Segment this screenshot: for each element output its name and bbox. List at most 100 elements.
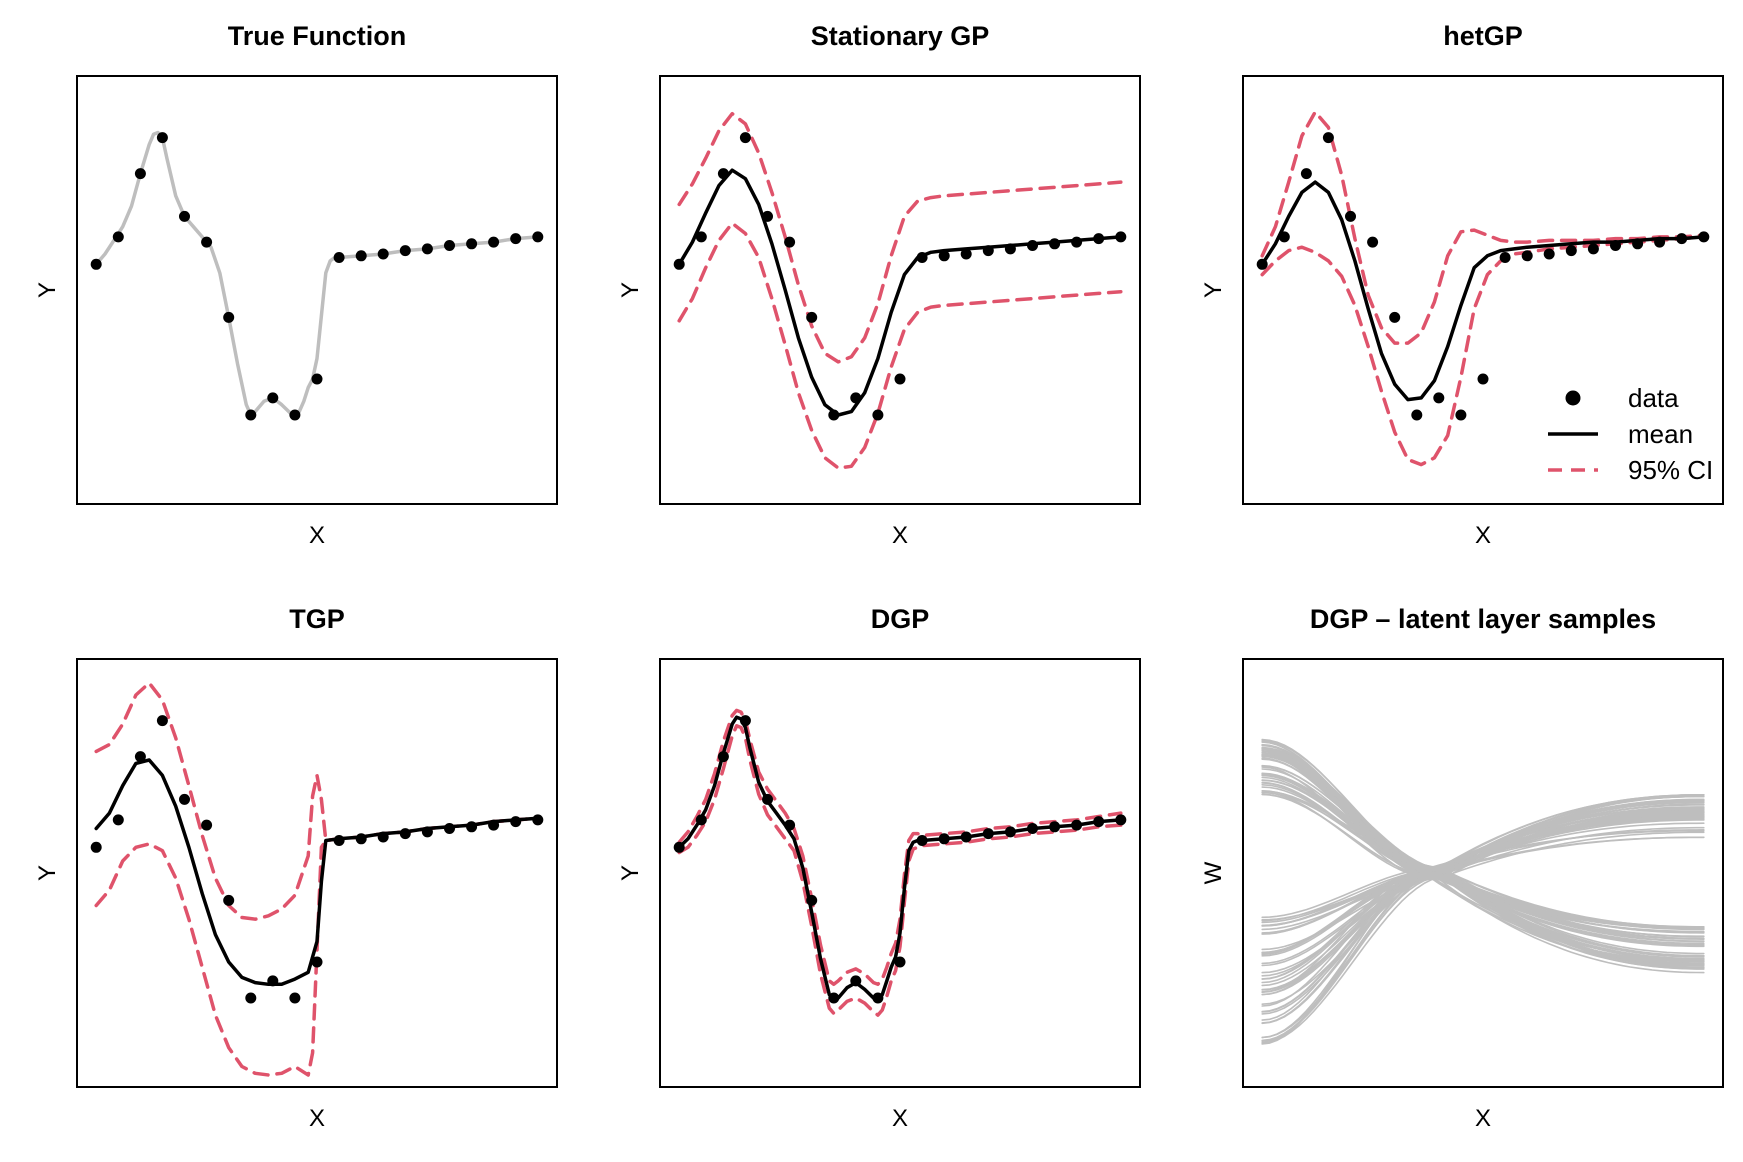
latent-sample-line — [1261, 753, 1705, 937]
latent-sample-line — [1261, 744, 1705, 965]
data-point — [223, 311, 235, 323]
latent-sample-line — [1261, 810, 1705, 1045]
data-point — [267, 392, 279, 404]
data-point — [311, 956, 323, 968]
data-point — [134, 168, 146, 180]
data-point — [872, 992, 884, 1004]
data-point — [673, 841, 685, 853]
latent-sample-line — [1261, 738, 1705, 934]
data-point — [90, 841, 102, 853]
latent-sample-line — [1261, 803, 1705, 927]
latent-sample-line — [1261, 747, 1705, 945]
panel-title: TGP — [289, 604, 345, 634]
latent-sample-line — [1261, 752, 1705, 930]
data-point — [916, 835, 928, 846]
ci-upper-line — [1260, 110, 1706, 345]
latent-sample-line — [1261, 807, 1705, 1039]
x-axis-label: X — [891, 1105, 908, 1132]
data-point — [806, 311, 818, 323]
ci-upper-line — [677, 111, 1123, 364]
data-point — [1027, 240, 1038, 251]
latent-sample-line — [1261, 794, 1705, 984]
latent-sample-line — [1261, 751, 1705, 957]
data-point — [894, 373, 906, 385]
latent-sample-line — [1261, 804, 1705, 980]
latent-sample-line — [1261, 764, 1705, 940]
legend-label: mean — [1628, 419, 1693, 449]
data-point — [916, 252, 928, 263]
latent-sample-line — [1261, 818, 1705, 980]
data-point — [739, 715, 751, 727]
plot-frame — [76, 75, 558, 505]
data-point — [444, 240, 455, 251]
data-point — [156, 715, 168, 727]
data-point — [1322, 132, 1334, 144]
data-point — [134, 751, 146, 763]
data-point — [762, 210, 773, 222]
data-point — [828, 992, 840, 1004]
latent-sample-line — [1261, 782, 1705, 940]
latent-sample-line — [1261, 748, 1705, 969]
data-point — [1256, 258, 1268, 270]
y-axis-label: W — [1200, 861, 1227, 885]
ci-upper-line — [94, 681, 540, 921]
latent-sample-line — [1261, 772, 1705, 957]
data-point — [289, 409, 301, 421]
legend-label: 95% CI — [1628, 455, 1713, 485]
latent-sample-line — [1261, 803, 1705, 1042]
latent-sample-line — [1261, 794, 1705, 1044]
ci-lower-line — [94, 816, 540, 1077]
data-point — [1004, 243, 1016, 255]
latent-sample-line — [1261, 791, 1705, 965]
data-point — [982, 828, 994, 840]
data-point — [532, 814, 544, 826]
latent-sample-line — [1261, 757, 1705, 928]
latent-sample-line — [1261, 774, 1705, 940]
data-point — [784, 236, 796, 248]
latent-sample-line — [1261, 814, 1705, 927]
data-point — [784, 819, 796, 831]
latent-sample-line — [1261, 794, 1705, 935]
data-point — [421, 826, 433, 838]
latent-sample-line — [1261, 757, 1705, 967]
data-point — [872, 409, 884, 421]
data-point — [1027, 823, 1038, 834]
data-point — [1115, 231, 1127, 243]
data-point — [466, 821, 478, 833]
latent-sample-line — [1261, 773, 1705, 970]
data-point — [1610, 240, 1621, 251]
data-point — [1565, 245, 1577, 257]
latent-sample-line — [1261, 826, 1705, 967]
latent-sample-line — [1261, 812, 1705, 921]
latent-sample-line — [1261, 800, 1705, 1025]
data-point — [1477, 373, 1489, 385]
latent-sample-line — [1261, 798, 1705, 927]
data-point — [444, 823, 455, 834]
y-axis-label: Y — [34, 865, 61, 882]
data-point — [739, 132, 751, 144]
y-axis-label: Y — [1200, 282, 1227, 299]
latent-sample-line — [1261, 772, 1705, 957]
y-axis-label: Y — [617, 282, 644, 299]
data-point — [377, 248, 389, 260]
latent-sample-line — [1261, 779, 1705, 930]
latent-sample-line — [1261, 795, 1705, 954]
data-point — [1521, 250, 1533, 262]
data-point — [1587, 243, 1599, 255]
latent-sample-line — [1261, 808, 1705, 1015]
data-point — [762, 793, 773, 805]
latent-sample-line — [1261, 803, 1705, 974]
data-point — [1654, 236, 1666, 248]
data-point — [488, 819, 500, 831]
x-axis-label: X — [891, 522, 908, 549]
latent-sample-line — [1261, 754, 1705, 962]
latent-sample-line — [1261, 836, 1705, 927]
latent-sample-line — [1261, 791, 1705, 967]
latent-sample-line — [1261, 748, 1705, 933]
data-point — [399, 828, 411, 840]
latent-sample-line — [1261, 801, 1705, 935]
latent-sample-line — [1261, 836, 1705, 1039]
data-point — [1093, 816, 1105, 828]
